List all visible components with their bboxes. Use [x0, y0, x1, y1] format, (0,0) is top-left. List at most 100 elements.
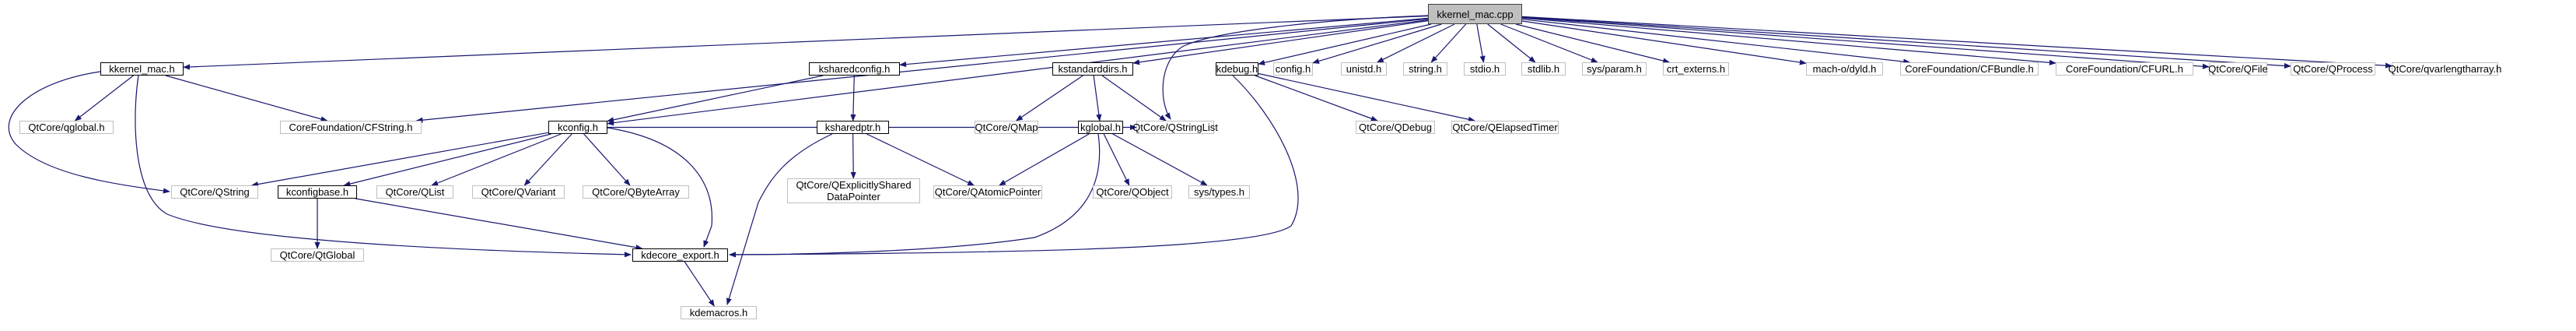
node-label: mach-o/dyld.h	[1812, 63, 1877, 75]
edge-kconfig-h-to-qstring	[250, 132, 549, 188]
edge-kdebug-h-to-kdecore-export-h	[729, 75, 1299, 258]
node-label: stdlib.h	[1527, 63, 1560, 75]
node-label: kdebug.h	[1216, 63, 1258, 75]
edge-root-to-kdebug-h	[1258, 23, 1432, 65]
edge-kconfig-h-to-qvariant	[523, 133, 572, 186]
node-label: sys/param.h	[1587, 63, 1642, 75]
node-kkernel-mac-h[interactable]: kkernel_mac.h	[100, 62, 184, 76]
edge-kstandarddirs-h-to-qmap	[1015, 75, 1083, 121]
node-qatomicpointer: QtCore/QAtomicPointer	[933, 185, 1042, 199]
node-label: kconfig.h	[557, 121, 599, 133]
edge-ksharedptr-h-to-qatomicpointer	[866, 133, 975, 186]
node-qstringlist: QtCore/QStringList	[1132, 121, 1218, 134]
edge-kkernel-mac-h-to-qstring	[8, 71, 170, 194]
node-crt-externs-h: crt_externs.h	[1663, 62, 1729, 76]
node-label: QtCore/QList	[385, 186, 445, 198]
edge-root-to-crt-externs-h	[1515, 23, 1671, 64]
edge-kglobal-h-to-qobject	[1103, 133, 1130, 186]
edge-ksharedptr-h-to-qexplicitlyshareddatapointer	[850, 133, 856, 179]
edge-kconfigbase-h-to-kdecore-export-h	[355, 198, 643, 251]
node-qelapsedtimer: QtCore/QElapsedTimer	[1451, 121, 1559, 134]
node-label: QtCore/QExplicitlyShared	[796, 179, 912, 191]
edge-kstandarddirs-h-to-qstringlist	[1101, 75, 1167, 121]
edge-kconfig-h-to-kconfigbase-h	[343, 133, 551, 187]
node-cfurl-h: CoreFoundation/CFURL.h	[2056, 62, 2193, 76]
node-label: CoreFoundation/CFString.h	[289, 121, 413, 133]
node-qmap: QtCore/QMap	[975, 121, 1038, 134]
edge-root-to-kstandarddirs-h	[1132, 20, 1429, 65]
edge-kconfig-h-to-qbytearray	[583, 133, 631, 186]
node-cfstring-h: CoreFoundation/CFString.h	[280, 121, 422, 134]
node-label: kstandarddirs.h	[1058, 63, 1128, 75]
edge-kglobal-h-to-qatomicpointer	[999, 133, 1090, 186]
edge-kconfig-h-to-kdecore-export-h	[607, 127, 712, 248]
node-qvarlengtharray-h: QtCore/qvarlengtharray.h	[2389, 62, 2501, 76]
edge-ksharedptr-h-to-kdemacros-h	[726, 133, 833, 305]
node-qstring: QtCore/QString	[171, 185, 258, 199]
node-label: CoreFoundation/CFBundle.h	[1905, 63, 2034, 75]
node-unistd-h: unistd.h	[1341, 62, 1387, 76]
edge-root-to-qprocess	[1521, 16, 2291, 69]
node-label: QtCore/QString	[180, 186, 250, 198]
node-ksharedconfig-h[interactable]: ksharedconfig.h	[809, 62, 900, 76]
edge-ksharedconfig-h-to-kconfig-h	[607, 75, 824, 123]
edge-root-to-cfurl-h	[1521, 17, 2056, 65]
edge-root-to-stdlib-h	[1487, 23, 1536, 63]
edge-kconfig-h-to-qlist	[431, 133, 562, 186]
edge-root-to-config-h	[1312, 23, 1442, 64]
node-label: kkernel_mac.h	[109, 63, 175, 75]
node-label-line2: DataPointer	[827, 191, 880, 202]
node-kdecore-export-h[interactable]: kdecore_export.h	[632, 248, 728, 262]
node-kconfigbase-h[interactable]: kconfigbase.h	[278, 185, 357, 199]
node-qprocess: QtCore/QProcess	[2291, 62, 2375, 76]
node-label: QtCore/QObject	[1096, 186, 1169, 198]
node-label: ksharedconfig.h	[818, 63, 891, 75]
node-kconfig-h[interactable]: kconfig.h	[548, 121, 607, 134]
node-qobject: QtCore/QObject	[1093, 185, 1172, 199]
edge-kdebug-h-to-qelapsedtimer	[1258, 72, 1475, 122]
node-label: QtCore/QDebug	[1359, 121, 1432, 133]
node-cfbundle-h: CoreFoundation/CFBundle.h	[1900, 62, 2039, 76]
node-label: QtCore/QtGlobal	[279, 249, 355, 261]
edge-root-to-ksharedconfig-h	[899, 17, 1429, 68]
node-kglobal-h[interactable]: kglobal.h	[1078, 121, 1123, 134]
node-label: config.h	[1275, 63, 1311, 75]
node-qtglobal: QtCore/QtGlobal	[271, 248, 364, 262]
edge-kkernel-mac-h-to-kdecore-export-h	[135, 75, 632, 258]
node-label: QtCore/QVariant	[481, 186, 556, 198]
node-sys-param-h: sys/param.h	[1582, 62, 1647, 76]
edge-root-to-qfile	[1521, 16, 2210, 69]
edge-root-to-string-h	[1430, 23, 1467, 63]
node-kdebug-h[interactable]: kdebug.h	[1216, 62, 1258, 76]
node-label: CoreFoundation/CFURL.h	[2065, 63, 2184, 75]
node-root: kkernel_mac.cpp	[1428, 4, 1522, 24]
node-label: QtCore/QElapsedTimer	[1452, 121, 1558, 133]
edge-root-to-cfbundle-h	[1521, 19, 1911, 65]
node-label: QtCore/qvarlengtharray.h	[2388, 63, 2502, 75]
node-label: kconfigbase.h	[285, 186, 349, 198]
node-label: QtCore/QAtomicPointer	[934, 186, 1041, 198]
edge-root-to-mach-o-dyld-h	[1521, 20, 1807, 65]
node-stdio-h: stdio.h	[1464, 62, 1506, 76]
node-label: stdio.h	[1469, 63, 1500, 75]
node-qglobal-h: QtCore/qglobal.h	[19, 121, 114, 134]
edge-root-to-cfstring-h	[415, 18, 1429, 123]
edge-kdebug-h-to-qdebug	[1255, 75, 1378, 121]
edge-root-to-sys-param-h	[1500, 23, 1598, 63]
node-label: kkernel_mac.cpp	[1437, 8, 1514, 20]
node-qvariant: QtCore/QVariant	[472, 185, 565, 199]
node-kstandarddirs-h[interactable]: kstandarddirs.h	[1052, 62, 1133, 76]
node-ksharedptr-h[interactable]: ksharedptr.h	[817, 121, 889, 134]
node-label: kdemacros.h	[689, 307, 748, 319]
edge-ksharedconfig-h-to-ksharedptr-h	[850, 75, 856, 121]
edge-root-to-kconfig-h	[607, 19, 1429, 126]
node-label: crt_externs.h	[1666, 63, 1726, 75]
node-mach-o-dyld-h: mach-o/dyld.h	[1806, 62, 1883, 76]
edge-kkernel-mac-h-to-qglobal-h	[74, 75, 134, 121]
node-sys-types-h: sys/types.h	[1188, 185, 1250, 199]
edge-kkernel-mac-h-to-cfstring-h	[165, 75, 328, 122]
node-label: QtCore/QProcess	[2293, 63, 2373, 75]
node-string-h: string.h	[1403, 62, 1447, 76]
